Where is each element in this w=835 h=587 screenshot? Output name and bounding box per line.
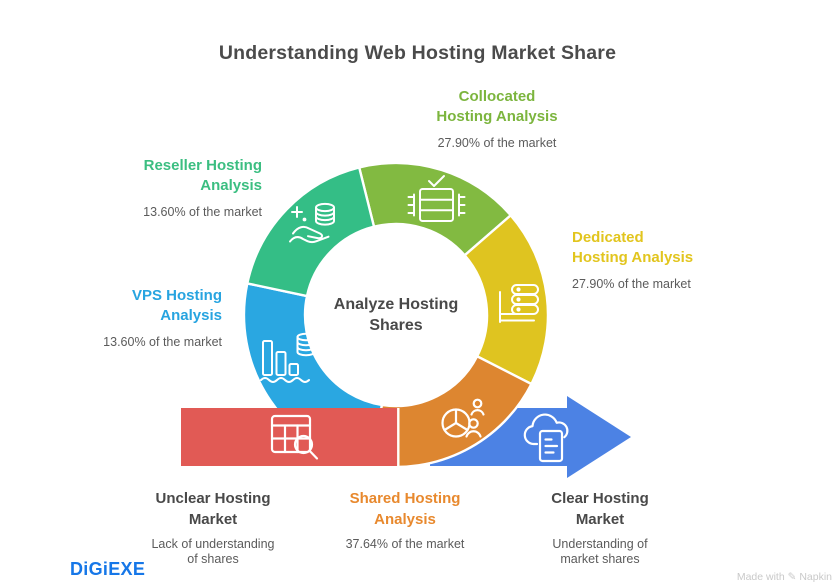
value-vps-hosting: 13.60% of the market [103,335,222,349]
label-line: Analysis [160,307,222,324]
server-check-icon [407,175,466,222]
desc-line: market shares [560,552,640,566]
label-line: Dedicated [572,229,644,246]
label-line: Market [188,510,238,528]
hand-database-icon [288,202,335,244]
donut-center-label: Analyze Hosting Shares [316,294,476,336]
value-shared-hosting: 37.64% of the market [345,537,465,551]
label-shared-hosting: Shared Hosting Analysis [325,489,485,530]
flow-band-unclear [181,408,397,466]
label-line: Unclear Hosting [155,490,271,507]
value-dedicated-hosting: 27.90% of the market [572,277,691,291]
label-line: Market [575,510,625,528]
dedicated-server-icon [499,284,539,323]
value-reseller-hosting: 13.60% of the market [143,205,262,219]
bar-chart-database-icon [260,332,316,383]
label-collocated-hosting: Collocated Hosting Analysis [417,87,577,127]
desc-line: Lack of understanding [151,537,275,551]
desc-line: of shares [187,552,239,566]
label-line: Clear Hosting [551,490,649,507]
donut-center-line2: Shares [369,317,423,334]
donut-center-line1: Analyze Hosting [333,296,459,313]
label-line: Analysis [200,177,262,194]
cloud-document-icon [523,413,569,463]
digiexe-logo: DiGiEXE [70,559,146,579]
label-dedicated-hosting: Dedicated Hosting Analysis [572,228,742,268]
label-line: Hosting Analysis [436,108,558,125]
label-line: Shared Hosting [349,490,461,507]
desc-unclear-market: Lack of understanding of shares [133,537,293,567]
value-collocated-hosting: 27.90% of the market [437,136,557,150]
label-vps-hosting: VPS Hosting Analysis [62,286,222,326]
donut-segment-reseller [245,166,376,298]
label-line: Reseller Hosting [143,157,262,174]
label-reseller-hosting: Reseller Hosting Analysis [102,156,262,196]
page-title: Understanding Web Hosting Market Share [218,42,617,64]
napkin-watermark: Made with ✎ Napkin [736,571,832,583]
label-line: Analysis [374,510,436,528]
label-clear-market: Clear Hosting Market [520,489,680,530]
desc-line: Understanding of [552,537,648,551]
label-line: Hosting Analysis [572,249,694,266]
label-line: Collocated [458,88,536,105]
label-line: VPS Hosting [131,287,222,304]
flow-arrow-head [567,396,631,478]
table-search-icon [270,414,319,460]
desc-clear-market: Understanding of market shares [520,537,680,567]
pie-people-icon [441,398,485,438]
label-unclear-market: Unclear Hosting Market [133,489,293,530]
